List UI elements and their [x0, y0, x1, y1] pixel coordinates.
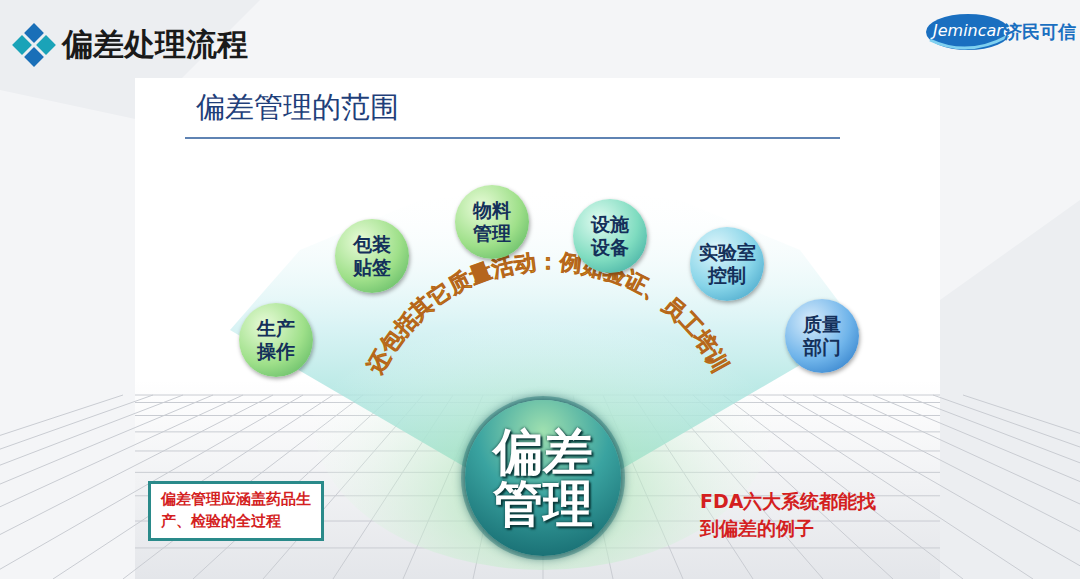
- arc-text: 还包括其它质量活动：例如验证、员工培训: [362, 249, 734, 378]
- center-circle: 偏差管理: [465, 400, 621, 556]
- callout-text: 偏差管理应涵盖药品生产、检验的全过程: [161, 489, 311, 533]
- scope-circle: 生产操作: [239, 303, 313, 377]
- note-text: FDA六大系统都能找到偏差的例子: [700, 488, 890, 541]
- logo-text: Jemincare: [933, 21, 1013, 40]
- section-heading: 偏差管理的范围: [196, 88, 399, 128]
- arc-text: 还包括其它质量活动：例如验证、员工培训: [362, 249, 734, 378]
- node-label: 质量部门: [801, 313, 843, 359]
- slide-title: 偏差处理流程: [62, 24, 248, 66]
- scope-circle: 实验室控制: [690, 227, 764, 301]
- scope-circle: 质量部门: [785, 299, 859, 373]
- scope-circle: 物料管理: [455, 185, 529, 259]
- node-label: 设施设备: [589, 213, 631, 259]
- logo-text: 济民可信: [1004, 20, 1076, 44]
- node-label: 实验室控制: [696, 241, 758, 287]
- title-icon: [12, 23, 56, 67]
- node-label: 偏差管理: [490, 426, 596, 531]
- scope-circle: 设施设备: [573, 199, 647, 273]
- scope-circle: 包装贴签: [335, 219, 409, 293]
- node-label: 物料管理: [471, 199, 513, 245]
- node-label: 生产操作: [255, 317, 297, 363]
- node-label: 包装贴签: [351, 233, 393, 279]
- callout-box: 偏差管理应涵盖药品生产、检验的全过程: [148, 481, 324, 541]
